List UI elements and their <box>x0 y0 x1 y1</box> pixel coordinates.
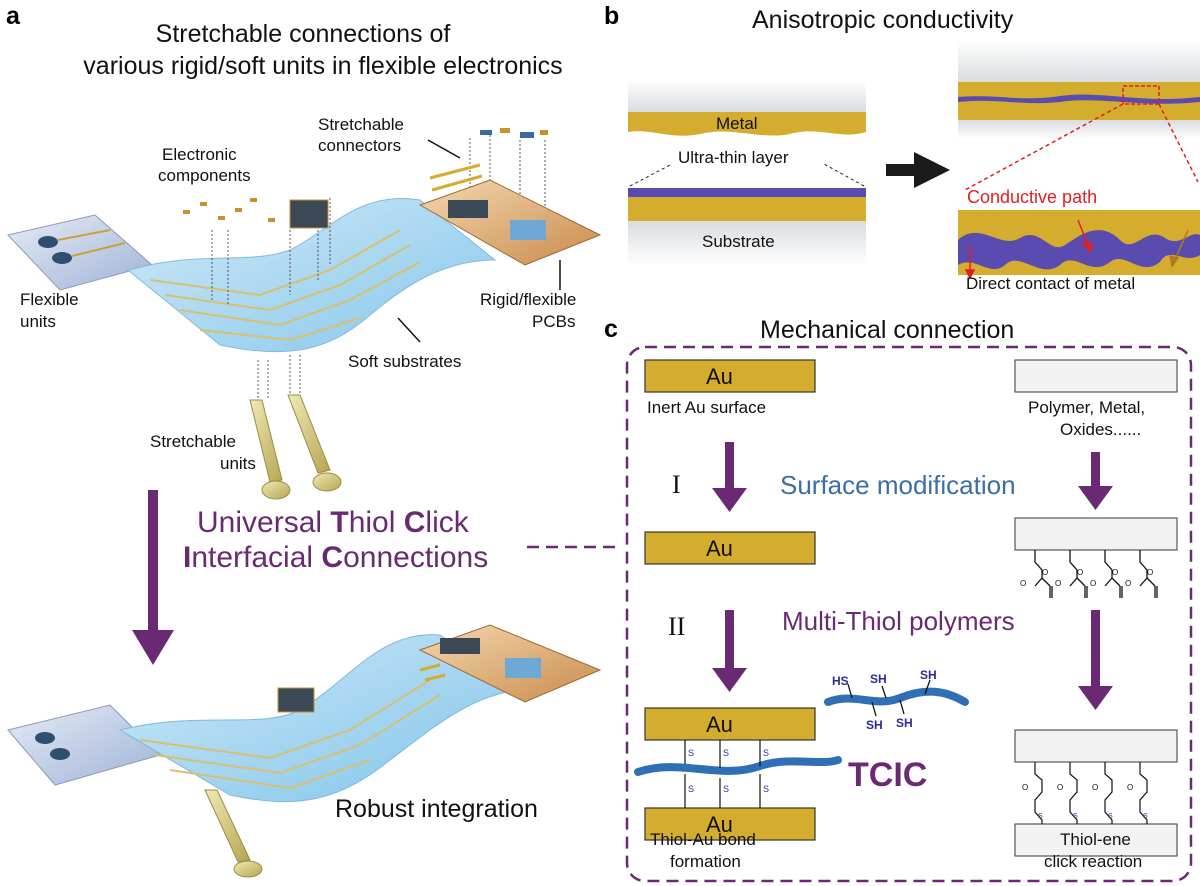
label-step-ii: II <box>668 612 686 641</box>
tcic-line1: Universal Thiol Click <box>197 506 469 539</box>
label-direct-contact: Direct contact of metal <box>966 274 1136 293</box>
panel-a-title-line1: Stretchable connections of <box>155 20 451 48</box>
label-thiol-au-2: formation <box>670 852 741 871</box>
svg-text:O: O <box>1057 783 1063 792</box>
soft-substrate-top <box>126 198 497 353</box>
label-surface-modification: Surface modification <box>780 470 1016 500</box>
svg-text:O: O <box>1125 579 1131 588</box>
svg-text:O: O <box>1055 579 1061 588</box>
svg-text:S: S <box>763 784 769 794</box>
svg-text:O: O <box>1112 568 1118 577</box>
panel-a-illustration <box>7 128 620 878</box>
label-electronic-components-2: components <box>158 166 251 185</box>
label-stretchable-units-1: Stretchable <box>150 432 236 451</box>
panel-letter-c: c <box>604 315 618 343</box>
label-hs: HS <box>832 674 849 688</box>
step-arrows <box>712 442 1113 710</box>
label-polymer-line1: Polymer, Metal, <box>1028 398 1146 417</box>
label-flexible-units-1: Flexible <box>20 290 79 309</box>
label-metal: Metal <box>716 114 758 133</box>
svg-text:S: S <box>723 748 729 758</box>
label-rigid-pcbs-1: Rigid/flexible <box>480 290 577 309</box>
svg-text:O: O <box>1090 579 1096 588</box>
svg-text:S: S <box>723 784 729 794</box>
label-au-4: Au <box>706 812 733 837</box>
svg-text:S: S <box>1143 813 1148 820</box>
label-thiol-au-1: Thiol-Au bond <box>650 830 756 849</box>
svg-text:O: O <box>1092 783 1098 792</box>
label-robust-integration: Robust integration <box>335 795 538 823</box>
svg-text:O: O <box>1020 579 1026 588</box>
label-sh-1: SH <box>870 672 887 686</box>
panel-b-title: Anisotropic conductivity <box>752 6 1014 34</box>
svg-text:O: O <box>1042 568 1048 577</box>
label-electronic-components-1: Electronic <box>162 145 237 164</box>
label-conductive-path: Conductive path <box>967 187 1098 207</box>
label-tcic: TCIC <box>848 756 928 794</box>
label-flexible-units-2: units <box>20 312 56 331</box>
tcic-line2: Interfacial Connections <box>183 541 489 574</box>
stretchable-units-top <box>249 394 342 500</box>
svg-text:S: S <box>688 748 694 758</box>
panel-a-title-line2: various rigid/soft units in flexible ele… <box>83 52 563 80</box>
label-thiol-ene-2: click reaction <box>1044 852 1143 871</box>
label-inert-au-surface: Inert Au surface <box>647 398 767 417</box>
svg-text:O: O <box>1022 783 1028 792</box>
panel-letter-b: b <box>604 2 620 30</box>
label-au-2: Au <box>706 536 733 561</box>
label-ultra-thin-layer: Ultra-thin layer <box>678 148 789 167</box>
panel-b-illustration <box>628 40 1200 280</box>
rigid-pcb-top <box>418 128 602 266</box>
svg-text:S: S <box>763 748 769 758</box>
label-multi-thiol-polymers: Multi-Thiol polymers <box>782 606 1015 636</box>
panel-letter-a: a <box>6 2 20 30</box>
label-rigid-pcbs-2: PCBs <box>532 312 576 331</box>
label-sh-2: SH <box>920 668 937 682</box>
label-stretchable-connectors-1: Stretchable <box>318 115 404 134</box>
integrated-assembly <box>7 624 602 878</box>
label-thiol-ene-1: Thiol-ene <box>1060 830 1131 849</box>
svg-text:S: S <box>1073 813 1078 820</box>
flexible-unit-top <box>7 214 154 291</box>
label-soft-substrates: Soft substrates <box>348 352 462 371</box>
svg-text:S: S <box>1038 813 1043 820</box>
label-sh-3: SH <box>866 718 883 732</box>
label-au-1: Au <box>706 364 733 389</box>
svg-text:O: O <box>1077 568 1083 577</box>
svg-text:S: S <box>1108 813 1113 820</box>
label-substrate: Substrate <box>702 232 775 251</box>
svg-text:O: O <box>1147 568 1153 577</box>
svg-text:S: S <box>688 784 694 794</box>
panel-c-title: Mechanical connection <box>760 316 1015 344</box>
label-au-3: Au <box>706 712 733 737</box>
down-arrow-icon <box>132 490 174 665</box>
label-stretchable-units-2: units <box>220 454 256 473</box>
label-stretchable-connectors-2: connectors <box>318 136 402 155</box>
electronic-components <box>183 198 275 222</box>
label-sh-4: SH <box>896 716 913 730</box>
label-step-i: I <box>672 470 681 499</box>
svg-text:O: O <box>1127 783 1133 792</box>
right-arrow-icon <box>886 152 950 188</box>
label-polymer-line2: Oxides...... <box>1060 420 1142 439</box>
